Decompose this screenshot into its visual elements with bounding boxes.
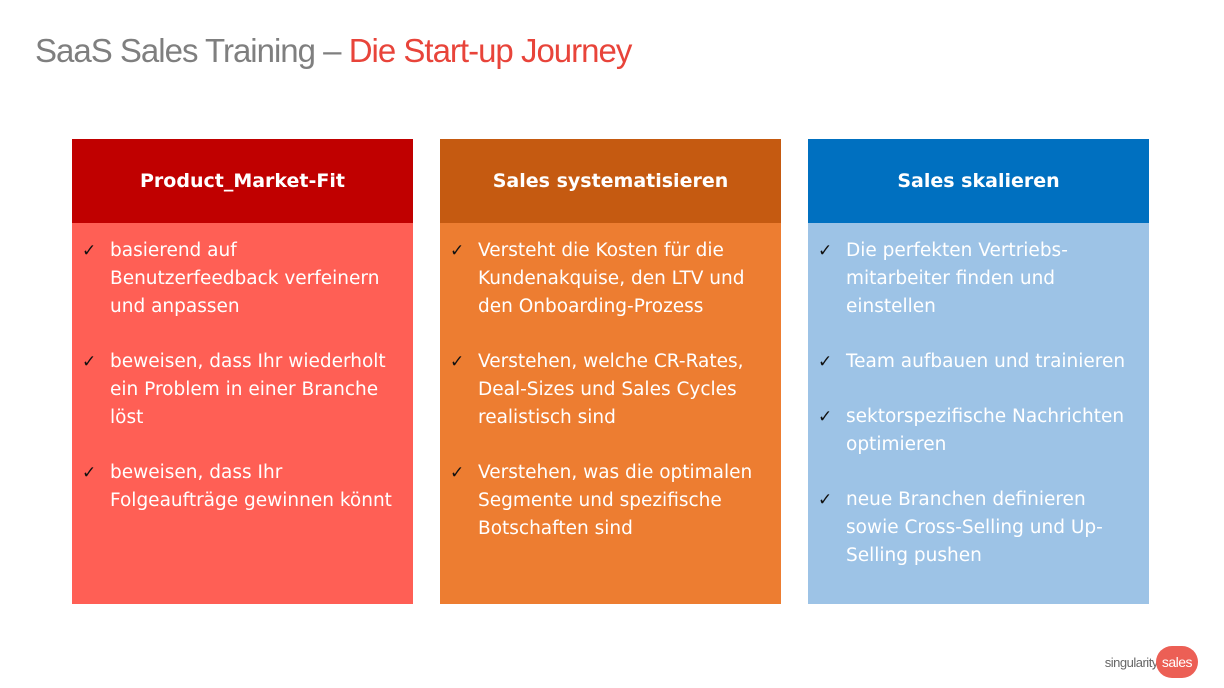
list-item: ✓ neue Branchen definieren sowie Cross-Se…: [818, 486, 1139, 570]
list-item: ✓ Verstehen, was die optimalen Segmente u…: [450, 459, 771, 543]
title-accent: Die Start-up Journey: [348, 32, 633, 69]
check-icon: ✓: [450, 352, 465, 372]
list-item: ✓ beweisen, dass Ihr Folgeaufträge gewinn…: [82, 459, 403, 515]
item-text: beweisen, dass Ihr Folgeaufträge gewinne…: [110, 462, 392, 511]
column-body: ✓ Versteht die Kosten für die Kundenakqui…: [440, 223, 781, 604]
column-body: ✓ basierend auf Benutzerfeedback verfeine…: [72, 223, 413, 604]
list-item: ✓ Die perfekten Vertriebs-mitarbeiter fin…: [818, 237, 1139, 321]
check-icon: ✓: [450, 463, 465, 483]
column-heading: Sales systematisieren: [440, 139, 781, 223]
item-text: basierend auf Benutzerfeedback verfeiner…: [110, 240, 380, 317]
item-text: sektorspezifische Nachrichten optimieren: [846, 406, 1125, 455]
check-icon: ✓: [82, 352, 97, 372]
column-1: Product_Market-Fit ✓ basierend auf Benutze…: [72, 139, 413, 604]
item-text: neue Branchen definieren sowie Cross-Sel…: [846, 489, 1103, 566]
check-icon: ✓: [818, 241, 833, 261]
column-body: ✓ Die perfekten Vertriebs-mitarbeiter fin…: [808, 223, 1149, 604]
list-item: ✓ Versteht die Kosten für die Kundenakqui…: [450, 237, 771, 321]
list-item: ✓ sektorspezifische Nachrichten optimiere…: [818, 403, 1139, 459]
title-main: SaaS Sales Training –: [35, 32, 349, 69]
check-icon: ✓: [818, 352, 833, 372]
list-item: ✓ beweisen, dass Ihr wiederholt ein Probl…: [82, 348, 403, 432]
column-3: Sales skalieren ✓ Die perfekten Vertriebs-…: [808, 139, 1149, 604]
list-item: ✓ basierend auf Benutzerfeedback verfeine…: [82, 237, 403, 321]
column-heading: Sales skalieren: [808, 139, 1149, 223]
column-heading: Product_Market-Fit: [72, 139, 413, 223]
logo-text: singularity: [1104, 654, 1159, 670]
check-icon: ✓: [82, 241, 97, 261]
check-icon: ✓: [818, 490, 833, 510]
item-text: beweisen, dass Ihr wiederholt ein Proble…: [110, 351, 386, 428]
item-text: Verstehen, was die optimalen Segmente un…: [478, 462, 753, 539]
list-item: ✓ Verstehen, welche CR-Rates, Deal-Sizes …: [450, 348, 771, 432]
item-text: Versteht die Kosten für die Kundenakquis…: [478, 240, 745, 317]
item-text: Die perfekten Vertriebs-mitarbeiter find…: [846, 240, 1068, 317]
logo-badge: sales: [1155, 646, 1198, 678]
check-icon: ✓: [82, 463, 97, 483]
slide-title: SaaS Sales Training – Die Start-up Journ…: [35, 32, 633, 70]
item-text: Verstehen, welche CR-Rates, Deal-Sizes u…: [478, 351, 744, 428]
list-item: ✓ Team aufbauen und trainieren: [818, 348, 1139, 376]
check-icon: ✓: [818, 407, 833, 427]
item-text: Team aufbauen und trainieren: [846, 351, 1126, 372]
column-2: Sales systematisieren ✓ Versteht die Koste…: [440, 139, 781, 604]
check-icon: ✓: [450, 241, 465, 261]
